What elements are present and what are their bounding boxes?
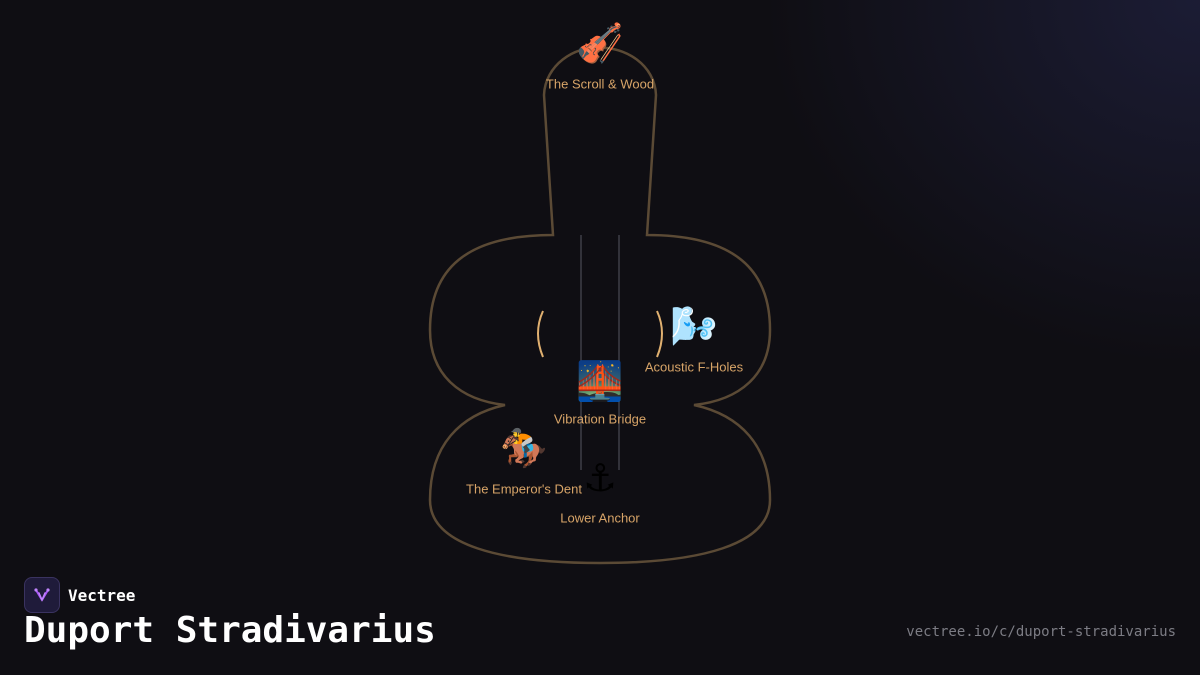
- page-url[interactable]: vectree.io/c/duport-stradivarius: [906, 624, 1176, 640]
- anchor-icon[interactable]: ⚓: [582, 456, 618, 500]
- violin-icon[interactable]: 🎻: [576, 21, 624, 65]
- f-hole-left: [537, 310, 544, 358]
- page-title: Duport Stradivarius: [24, 610, 436, 651]
- brand: Vectree: [24, 577, 135, 613]
- vectree-logo-icon: [24, 577, 60, 613]
- anchor-label: Lower Anchor: [560, 510, 640, 526]
- horse-racing-icon[interactable]: 🏇: [500, 426, 548, 470]
- brand-name: Vectree: [68, 585, 136, 605]
- scroll-label: The Scroll & Wood: [545, 76, 655, 92]
- fholes-label: Acoustic F-Holes: [644, 359, 744, 375]
- dent-label: The Emperor's Dent: [466, 481, 582, 497]
- f-hole-right: [656, 310, 663, 358]
- bridge-label: Vibration Bridge: [553, 411, 647, 427]
- violin-outline: [428, 46, 772, 565]
- bridge-icon[interactable]: 🌉: [576, 359, 624, 403]
- wind-icon[interactable]: 🌬️: [670, 304, 718, 348]
